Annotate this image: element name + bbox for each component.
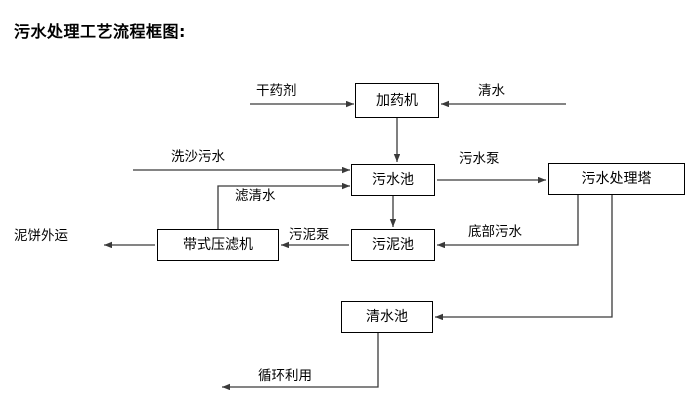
edge-label-sewage-pump: 污水泵 [459, 151, 500, 167]
page-title: 污水处理工艺流程框图: [14, 22, 186, 41]
edge-clean-water-pool-to-reuse [222, 333, 379, 391]
edge-label-recycling-reuse: 循环利用 [258, 368, 312, 384]
node-label: 清水池 [366, 309, 408, 325]
node-treatment-tower[interactable]: 污水处理塔 [548, 163, 685, 195]
node-label: 污水处理塔 [581, 171, 652, 187]
node-label: 带式压滤机 [183, 237, 253, 253]
edge-tower-to-clean-water-pool [435, 195, 613, 321]
node-wastewater-pool[interactable]: 污水池 [351, 164, 435, 196]
edge-label-filtered-water: 滤清水 [235, 188, 276, 204]
edge-label-sludge-pump: 污泥泵 [289, 227, 330, 243]
node-sludge-pool[interactable]: 污泥池 [351, 229, 435, 261]
node-clean-water-pool[interactable]: 清水池 [341, 301, 433, 333]
node-belt-filter-press[interactable]: 带式压滤机 [157, 229, 279, 261]
node-label: 加药机 [376, 92, 418, 109]
edge-label-bottom-sewage: 底部污水 [468, 224, 522, 240]
node-label: 污水池 [372, 172, 414, 188]
node-label: 污泥池 [372, 237, 414, 253]
edge-label-clean-water-in: 清水 [478, 83, 505, 99]
edge-label-dry-chemical: 干药剂 [256, 83, 297, 99]
node-dosing-machine[interactable]: 加药机 [355, 83, 439, 118]
edge-filtered-water-to-pool [217, 182, 350, 229]
edge-label-sand-wash-sewage: 洗沙污水 [171, 149, 225, 165]
edge-tower-to-sludge-pool [437, 195, 579, 249]
terminal-label-mud-cake-transport: 泥饼外运 [14, 228, 68, 244]
